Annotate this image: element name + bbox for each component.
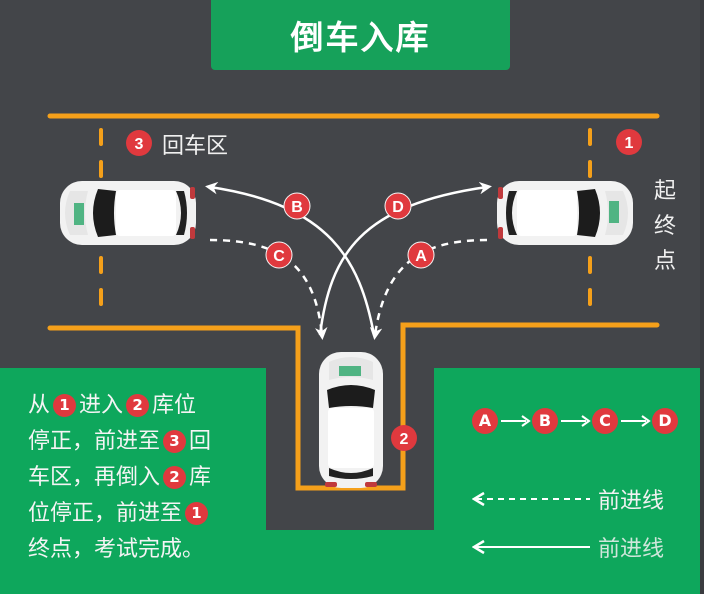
arrow-right-icon: [621, 415, 651, 427]
badge-zone-3: 3: [126, 130, 152, 156]
svg-text:B: B: [291, 199, 303, 216]
badge-zone-1: 1: [616, 129, 642, 155]
sequence-step: C: [592, 408, 618, 434]
sequence-legend: A B C D: [472, 408, 678, 434]
zone3-label: 回车区: [162, 134, 229, 159]
edge-strip: [700, 0, 704, 594]
sequence-step: A: [472, 408, 498, 434]
zone-badge: 2: [163, 466, 187, 489]
svg-text:A: A: [415, 248, 427, 265]
start-end-char: 起: [654, 179, 677, 204]
zone-badge: 2: [126, 394, 150, 417]
badge-point-a: A: [407, 241, 435, 269]
svg-text:1: 1: [625, 135, 634, 152]
start-end-char: 终: [654, 214, 677, 239]
car-reverse-zone: [60, 181, 196, 245]
legend-dashed-label: 前进线: [598, 489, 665, 514]
title-banner: 倒车入库: [211, 0, 510, 70]
dashed-paths: [209, 238, 488, 340]
svg-text:D: D: [392, 199, 404, 216]
legend-panel: [434, 368, 700, 594]
sequence-step: B: [532, 408, 558, 434]
instruction-line-5: 终点，考试完成。: [28, 537, 205, 562]
arrow-right-icon: [501, 415, 531, 427]
start-end-char: 点: [654, 249, 677, 274]
arrow-right-icon: [561, 415, 591, 427]
dashed-boundaries: [99, 128, 592, 314]
zone-badge: 1: [53, 394, 77, 417]
zone-badge: 1: [185, 502, 209, 525]
car-parking-bay: [319, 352, 383, 488]
page-title: 倒车入库: [290, 18, 431, 57]
legend-dashed-line: 前进线: [472, 483, 664, 515]
dashed-arrow-left-icon: [472, 491, 590, 507]
zone-badge: 3: [163, 430, 187, 453]
lane-lines: [47, 113, 660, 491]
car-start-point: [497, 181, 633, 245]
legend-solid-label: 前进线: [598, 537, 665, 562]
bottom-panel: [266, 530, 434, 594]
solid-arrow-left-icon: [472, 539, 590, 555]
badge-point-d: D: [384, 192, 412, 220]
svg-text:C: C: [273, 248, 285, 265]
legend-solid-line: 前进线: [472, 531, 664, 563]
badge-point-b: B: [283, 192, 311, 220]
svg-text:3: 3: [135, 136, 144, 153]
badge-point-c: C: [265, 241, 293, 269]
solid-paths: [205, 181, 492, 336]
start-end-label: 起 终 点: [654, 174, 680, 279]
sequence-step: D: [652, 408, 678, 434]
